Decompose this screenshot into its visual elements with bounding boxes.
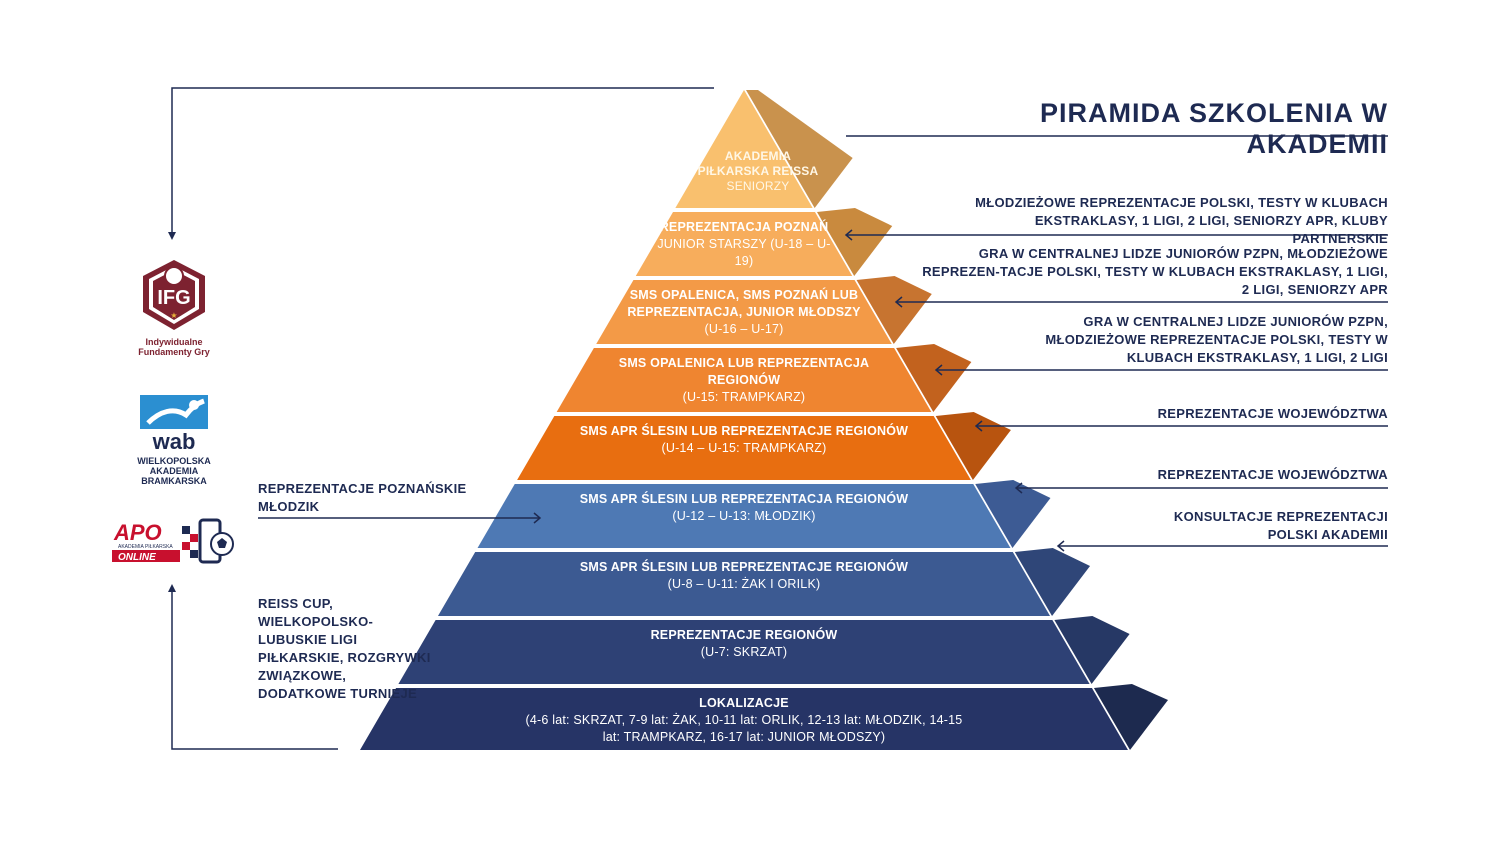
- left-note-1: REPREZENTACJE POZNAŃSKIE MŁODZIK: [258, 481, 467, 514]
- pointer-arrow-icon-6: [1056, 540, 1065, 552]
- pyramid-side-facet-1: [746, 90, 853, 208]
- level-label-5: SMS APR ŚLESIN LUB REPREZENTACJE REGIONÓ…: [579, 424, 909, 455]
- pyramid-side-facet-2: [816, 208, 893, 276]
- svg-text:AKADEMIA PIŁKARSKA: AKADEMIA PIŁKARSKA: [118, 544, 173, 550]
- svg-text:IFG: IFG: [157, 287, 190, 309]
- right-note-5: REPREZENTACJE WOJEWÓDZTWA: [1157, 467, 1388, 482]
- level-label-9: LOKALIZACJE(4-6 lat: SKRZAT, 7-9 lat: ŻA…: [525, 696, 963, 744]
- arrow-down-icon: [168, 232, 176, 240]
- svg-text:ONLINE: ONLINE: [118, 552, 156, 563]
- bottom-left-bracket-line: [171, 588, 338, 750]
- level-label-3: SMS OPALENICA, SMS POZNAŃ LUB REPREZENTA…: [627, 288, 861, 336]
- right-note-2: GRA W CENTRALNEJ LIDZE JUNIORÓW PZPN, MŁ…: [922, 246, 1388, 297]
- pyramid-level-5: [517, 416, 971, 480]
- pyramid-side-facet-7: [1014, 548, 1091, 616]
- right-note-4: REPREZENTACJE WOJEWÓDZTWA: [1157, 406, 1388, 421]
- wab-goalkeeper-icon: wab: [140, 395, 208, 454]
- wab-logo: wab WIELKOPOLSKA AKADEMIA BRAMKARSKA: [128, 393, 220, 486]
- pointer-arrow-icon-3: [934, 364, 943, 376]
- pyramid-side-facet-3: [856, 276, 932, 344]
- apo-online-icon: APO AKADEMIA PIŁKARSKA ONLINE: [112, 518, 234, 564]
- pyramid-level-7: [437, 552, 1051, 616]
- pointer-arrow-icon-4: [974, 420, 983, 432]
- right-note-6: KONSULTACJE REPREZENTACJI POLSKI AKADEMI…: [1173, 509, 1388, 542]
- pyramid-level-2: [635, 212, 853, 276]
- level-label-8: REPREZENTACJE REGIONÓW(U-7: SKRZAT): [650, 628, 838, 659]
- pyramid-level-6: [477, 484, 1011, 548]
- level-label-7: SMS APR ŚLESIN LUB REPREZENTACJE REGIONÓ…: [579, 560, 909, 591]
- top-left-bracket-line: [171, 87, 714, 236]
- pyramid-level-8: [398, 620, 1090, 684]
- svg-text:★: ★: [170, 311, 177, 320]
- ifg-logo: IFG ★ Indywidualne Fundamenty Gry: [128, 258, 220, 357]
- ifg-caption: Indywidualne Fundamenty Gry: [138, 337, 210, 357]
- pointer-arrow-icon-2: [894, 296, 903, 308]
- right-note-3: GRA W CENTRALNEJ LIDZE JUNIORÓW PZPN, MŁ…: [1045, 314, 1388, 365]
- level-label-4: SMS OPALENICA LUB REPREZENTACJA REGIONÓW…: [618, 356, 870, 404]
- wab-caption: WIELKOPOLSKA AKADEMIA BRAMKARSKA: [137, 456, 211, 486]
- pyramid-level-1: [675, 90, 813, 208]
- svg-text:wab: wab: [152, 429, 196, 451]
- pointer-arrow-icon-5: [1014, 482, 1023, 494]
- pyramid-side-facet-8: [1054, 616, 1130, 684]
- right-note-1: MŁODZIEŻOWE REPREZENTACJE POLSKI, TESTY …: [975, 195, 1388, 246]
- svg-text:APO: APO: [113, 520, 162, 545]
- ifg-shield-icon: IFG ★: [143, 260, 205, 330]
- level-label-6: SMS APR ŚLESIN LUB REPREZENTACJA REGIONÓ…: [579, 492, 909, 523]
- pyramid-side-facet-4: [896, 344, 972, 412]
- diagram-title: PIRAMIDA SZKOLENIA W AKADEMII: [1040, 98, 1388, 159]
- arrow-up-icon: [168, 584, 176, 592]
- pyramid-level-9: [360, 688, 1128, 750]
- apo-logo: APO AKADEMIA PIŁKARSKA ONLINE: [110, 518, 240, 568]
- pyramid-level-4: [556, 348, 932, 412]
- pyramid-side-facet-5: [935, 412, 1011, 480]
- pointer-arrow-icon-1: [844, 229, 853, 241]
- pointer-arrow-icon-7: [533, 512, 542, 524]
- pyramid-side-facet-9: [1093, 684, 1168, 750]
- pyramid-side-facet-6: [975, 480, 1051, 548]
- pyramid-level-3: [596, 280, 892, 344]
- left-note-2: REISS CUP, WIELKOPOLSKO-LUBUSKIE LIGI PI…: [258, 596, 431, 701]
